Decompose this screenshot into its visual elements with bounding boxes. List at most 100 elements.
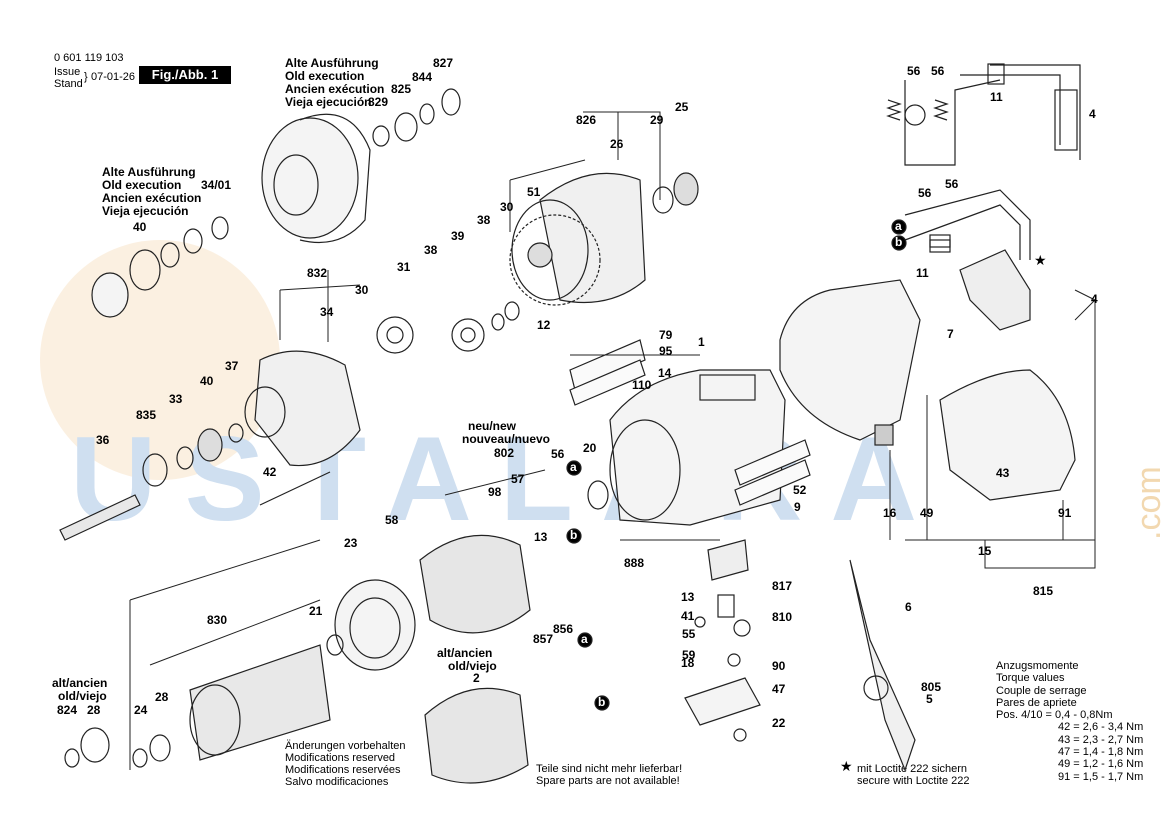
changes-notice-en: Modifications reserved [285,752,396,764]
torque-row: 42 = 2,6 - 3,4 Nm [1058,721,1144,734]
torque-table: Anzugsmomente Torque values Couple de se… [996,660,1143,783]
callout: 38 [477,213,491,227]
callout: 57 [511,472,525,486]
callout: 817 [772,579,793,593]
old-housing-shape [261,113,371,244]
old-exec-left-de: Alte Ausführung [102,165,196,179]
callout: 4 [1089,107,1096,121]
stator-shape [419,534,531,784]
callout: 55 [682,627,696,641]
armature-shape [64,634,344,768]
issue-date: 07-01-26 [91,71,136,83]
fan-ring-shape [334,579,416,671]
callout: 835 [136,408,157,422]
small-parts [684,539,761,742]
marker-a: a [570,460,577,474]
callout: 58 [385,513,399,527]
stand-label: Stand [54,78,83,90]
torque-heading-es: Pares de apriete [996,696,1077,709]
rings-top [372,88,699,214]
star-icon: ★ [840,758,853,774]
callout: 844 [412,70,433,84]
torque-row: 43 = 2,3 - 2,7 Nm [1058,733,1144,746]
motor-housing-shape [569,339,811,526]
callout: 825 [391,82,412,96]
callout: 31 [397,260,411,274]
callout: 30 [500,200,514,214]
callout: 25 [675,100,689,114]
callout: 20 [583,441,597,455]
callout: 34/01 [201,178,232,192]
changes-notice-es: Salvo modificaciones [285,776,389,788]
callout: 52 [793,483,807,497]
new-label-2: nouveau/nuevo [462,432,551,446]
changes-notice-fr: Modifications reservées [285,764,401,776]
callout: 857 [533,632,554,646]
callout: 30 [355,283,369,297]
callout: 815 [1033,584,1054,598]
alt-old-left-1: alt/ancien [52,676,108,690]
callout: 6 [905,600,912,614]
callout: 13 [534,530,548,544]
callout: 810 [772,610,793,624]
callout: 856 [553,622,574,636]
not-deliverable-de: Teile sind nicht mehr lieferbar! [536,763,683,775]
spindle-and-washers [59,216,331,541]
callout: 4 [1091,292,1098,306]
callout: 56 [945,177,959,191]
callout: 824 [57,703,78,717]
torque-row: 49 = 1,2 - 1,6 Nm [1058,758,1144,771]
callout: 1 [698,335,705,349]
callout: 826 [576,113,597,127]
old-exec-top-en: Old execution [285,69,365,83]
cable-shape [849,559,916,772]
callout: 43 [996,466,1010,480]
issue-label: Issue [54,66,81,78]
old-exec-left-es: Vieja ejecución [102,204,189,218]
callout: 11 [990,90,1003,104]
torque-row: 91 = 1,5 - 1,7 Nm [1058,770,1144,783]
callout: 56 [931,64,945,78]
old-exec-left-en: Old execution [102,178,182,192]
torque-row: 47 = 1,4 - 1,8 Nm [1058,746,1144,759]
marker-a: a [581,632,588,646]
callout: 21 [309,604,323,618]
callout: 41 [681,609,695,623]
callout: 90 [772,659,786,673]
callout: 49 [920,506,934,520]
callout: 23 [344,536,358,550]
callout: 12 [537,318,551,332]
callout: 28 [155,690,169,704]
callout: 29 [650,113,664,127]
callout: 28 [87,703,101,717]
callout: 5 [926,692,933,706]
old-exec-top-fr: Ancien exécution [285,82,385,96]
callout: 59 [682,648,696,662]
callout: 51 [527,185,541,199]
handle-housing-shape [779,279,1076,501]
front-housing-shape [244,350,361,467]
gear-housing-shape [509,172,646,306]
callout: 47 [772,682,786,696]
changes-notice-de: Änderungen vorbehalten [285,740,406,752]
callout: 91 [1058,506,1072,520]
marker-b: b [598,695,606,709]
torque-heading-de: Anzugsmomente [996,660,1079,672]
callout: 14 [658,366,672,380]
callout: 24 [134,703,148,717]
torque-heading-fr: Couple de serrage [996,684,1087,697]
callout: 832 [307,266,328,280]
callout: 827 [433,56,454,70]
old-exec-top-es: Vieja ejecución [285,95,372,109]
wire-bundle [904,189,1031,260]
callout: 22 [772,716,786,730]
loctite-note-de: mit Loctite 222 sichern [857,763,968,775]
loctite-note-en: secure with Loctite 222 [857,775,970,787]
callout: 98 [488,485,502,499]
marker-a: a [895,219,902,233]
callout: 802 [494,446,515,460]
switch-shape [929,239,1031,331]
part-number: 0 601 119 103 [54,52,124,64]
